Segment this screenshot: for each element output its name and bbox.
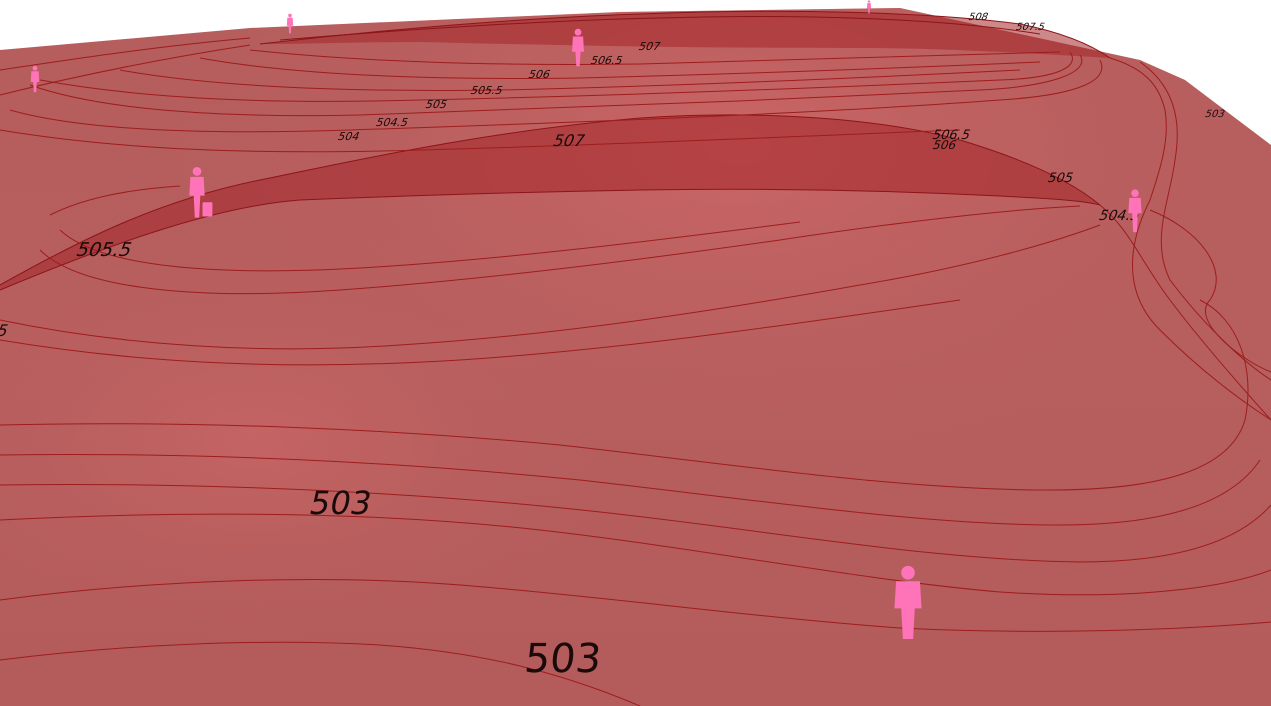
contour-label-near-503-a: 503 <box>306 484 375 522</box>
contour-label-far-507-5: 507.5 <box>1014 21 1047 33</box>
contour-label-mid-505: 505 <box>1045 171 1075 186</box>
mid-ridge <box>0 114 1100 291</box>
contour-label-left-505-5: 505.5 <box>73 239 135 261</box>
figures <box>30 0 1142 639</box>
contour-label-mid-507: 507 <box>550 131 587 149</box>
person-figure <box>286 13 294 34</box>
mid-ridge-edge <box>0 114 1101 286</box>
mid-ridge-edge-2 <box>0 188 1101 291</box>
contour-label-mid-506: 506 <box>931 137 959 152</box>
contour-label-far-506-5: 506.5 <box>589 53 625 67</box>
person-figure <box>572 28 584 67</box>
right-slope-lines <box>1099 57 1271 421</box>
far-ridge <box>260 11 1110 59</box>
far-contours <box>0 37 1103 153</box>
contour-label-far-504-5: 504.5 <box>374 115 410 129</box>
contour-label-far-504: 504 <box>336 129 362 143</box>
contour-label-edge-503: 503 <box>1203 108 1226 120</box>
contour-label-far-508: 508 <box>967 11 990 23</box>
near-contours <box>0 299 1271 706</box>
person-with-luggage-figure <box>189 167 213 218</box>
contour-label-left-edge-5: 5 <box>0 321 11 339</box>
contour-label-far-506: 506 <box>527 67 553 81</box>
person-figure <box>1128 189 1142 233</box>
contour-labels: 508 507.5 507 506.5 506 505.5 505 504.5 … <box>0 11 1227 682</box>
mid-contours <box>0 185 1101 366</box>
far-ridge-edge-2 <box>279 16 1041 41</box>
contour-label-far-507: 507 <box>637 39 663 53</box>
far-ridge-edge <box>259 10 1111 59</box>
contour-label-mid-506-5: 506.5 <box>930 128 972 143</box>
person-figure <box>894 565 922 639</box>
contour-label-far-505: 505 <box>424 97 450 111</box>
person-figure <box>866 0 872 14</box>
contour-label-far-505-5: 505.5 <box>469 83 505 97</box>
contour-label-near-503-b: 503 <box>522 636 603 682</box>
person-figure <box>30 65 40 93</box>
